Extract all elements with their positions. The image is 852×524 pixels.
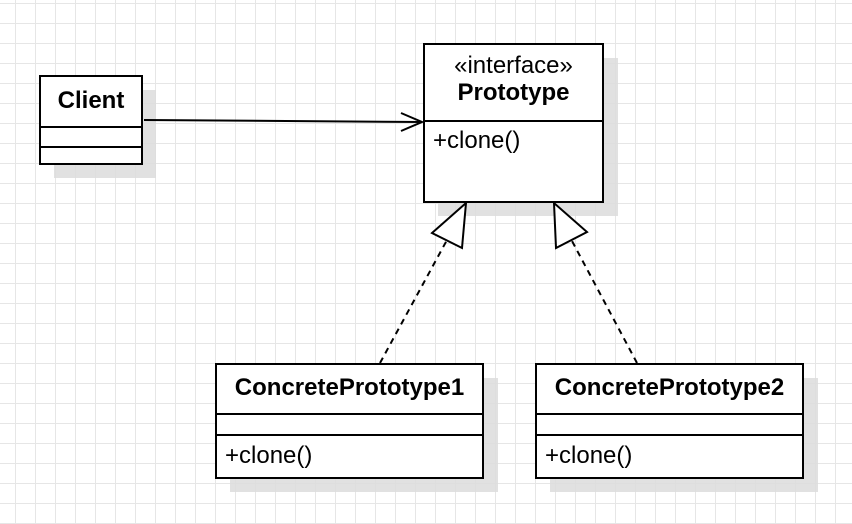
concrete-prototype-2-name: ConcretePrototype2 xyxy=(554,374,785,401)
interface-stereotype: «interface» xyxy=(454,52,573,79)
client-class-name: Client xyxy=(57,87,125,114)
concrete-prototype-1-methods-section: +clone() xyxy=(217,436,482,470)
concrete-prototype-1-class[interactable]: ConcretePrototype1 +clone() xyxy=(215,363,484,479)
prototype-methods-section: +clone() xyxy=(425,122,602,155)
client-methods-section xyxy=(41,148,141,163)
concrete-prototype-1-header: ConcretePrototype1 xyxy=(217,365,482,415)
concrete-prototype-2-class[interactable]: ConcretePrototype2 +clone() xyxy=(535,363,804,479)
realization-line-2[interactable] xyxy=(571,240,638,364)
association-open-arrowhead xyxy=(400,112,425,132)
realization-hollow-triangle-2 xyxy=(552,200,589,250)
prototype-interface[interactable]: «interface» Prototype +clone() xyxy=(423,43,604,203)
concrete-prototype-2-methods-section: +clone() xyxy=(537,436,802,470)
concrete-prototype-2-clone-method: +clone() xyxy=(545,442,633,469)
concrete-prototype-1-name: ConcretePrototype1 xyxy=(234,374,465,401)
concrete-prototype-1-clone-method: +clone() xyxy=(225,442,313,469)
realization-line-1[interactable] xyxy=(379,239,448,364)
client-association-line[interactable] xyxy=(143,119,423,123)
realization-hollow-triangle-1 xyxy=(430,200,468,250)
concrete-prototype-1-attributes-section xyxy=(217,415,482,436)
prototype-class-name: Prototype xyxy=(457,79,570,106)
concrete-prototype-2-header: ConcretePrototype2 xyxy=(537,365,802,415)
prototype-clone-method: +clone() xyxy=(433,127,521,154)
prototype-header: «interface» Prototype xyxy=(425,45,602,122)
client-attributes-section xyxy=(41,128,141,148)
concrete-prototype-2-attributes-section xyxy=(537,415,802,436)
client-class[interactable]: Client xyxy=(39,75,143,165)
client-class-header: Client xyxy=(41,77,141,128)
